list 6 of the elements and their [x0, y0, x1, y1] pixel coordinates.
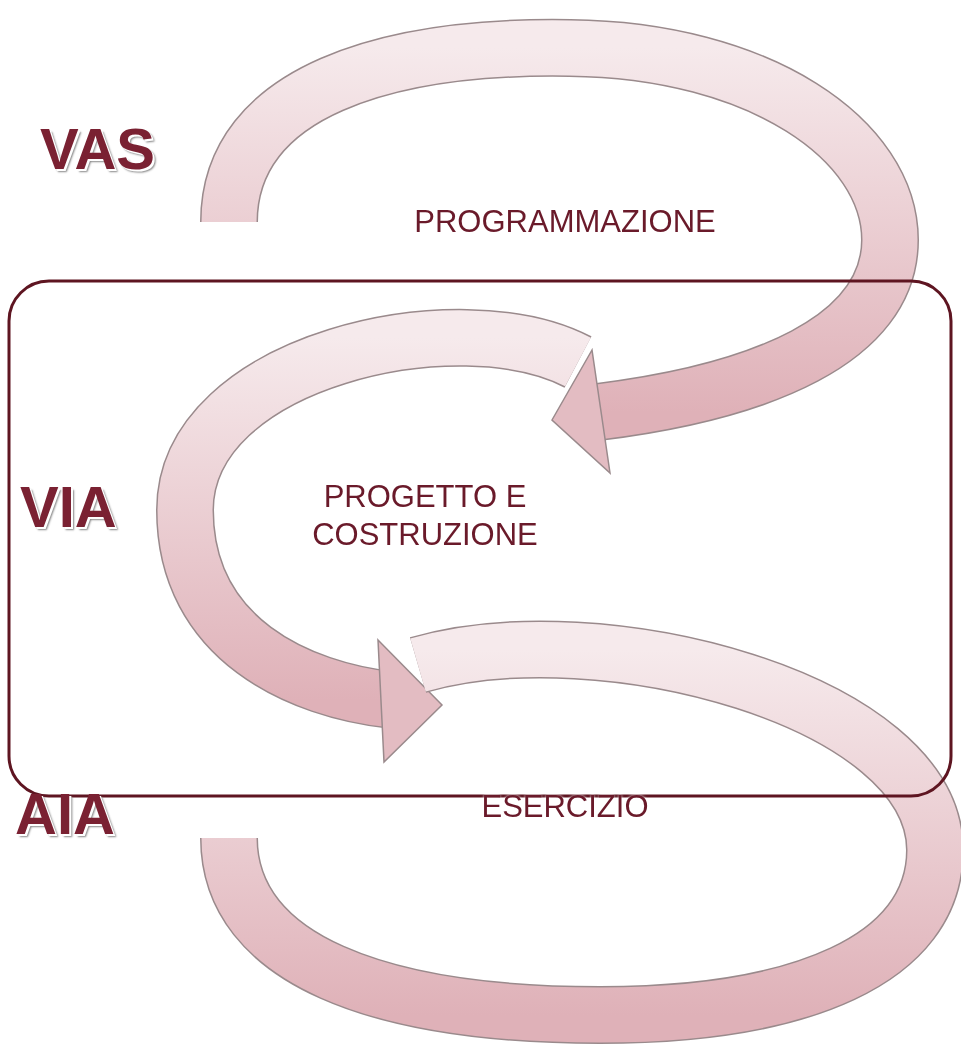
assessment-label: VAS	[40, 115, 156, 183]
assessment-label: VIA	[20, 473, 118, 541]
phase-label: ESERCIZIO	[480, 788, 650, 826]
phase-label: PROGETTO E COSTRUZIONE	[311, 478, 539, 554]
assessment-label: AIA	[15, 780, 116, 848]
phase-label: PROGRAMMAZIONE	[413, 203, 717, 241]
